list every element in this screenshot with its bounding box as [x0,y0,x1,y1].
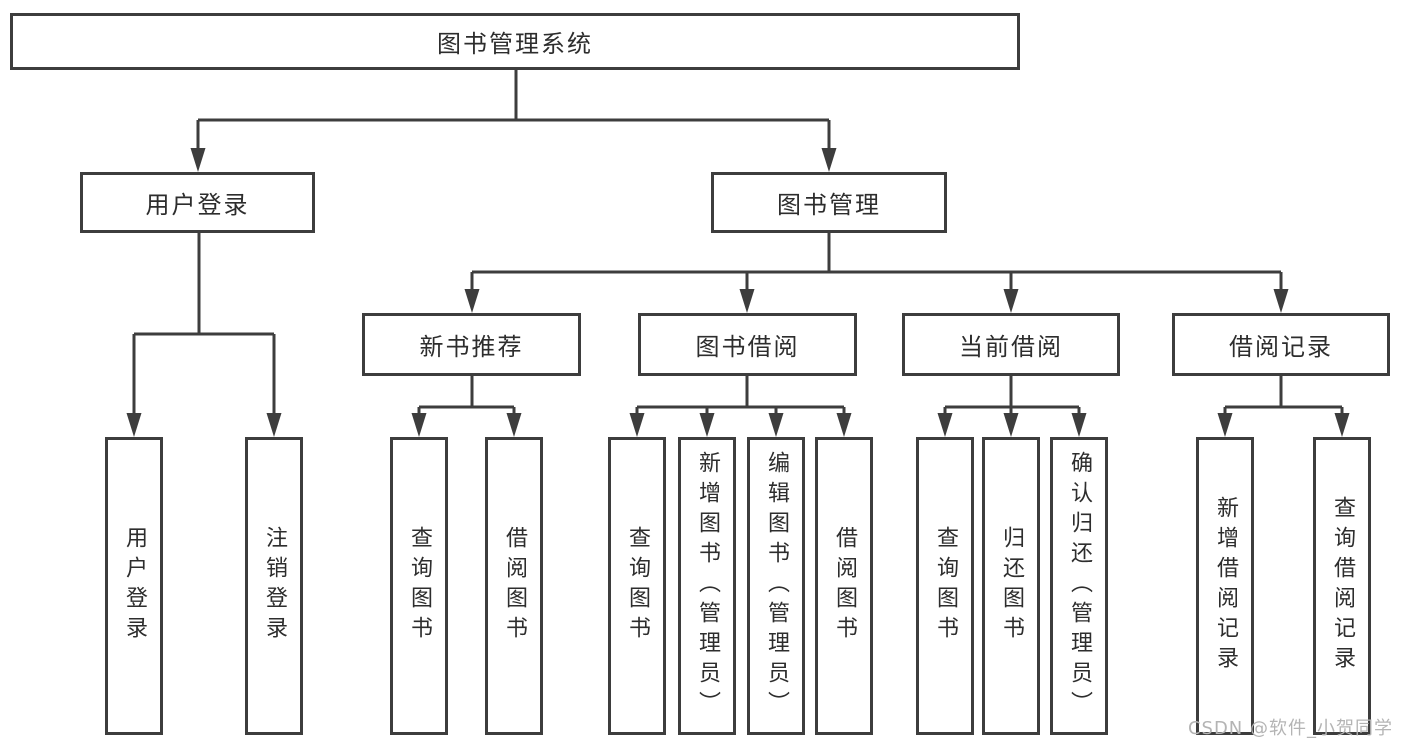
node-user-login: 用户登录 [80,172,315,233]
node-root: 图书管理系统 [10,13,1020,70]
arrowhead [768,413,784,437]
node-leaf-bb-edit-books-admin: 编辑图书（管理员） [747,437,805,735]
arrowhead [190,148,206,172]
node-leaf-bb-borrow-books-label: 借阅图书 [832,526,857,646]
arrowhead [126,413,142,437]
node-leaf-nbr-query-books-label: 查询图书 [407,526,432,646]
node-leaf-logout: 注销登录 [245,437,303,735]
node-leaf-bb-add-books-admin: 新增图书（管理员） [678,437,736,735]
arrowhead [411,413,427,437]
node-new-book-rec-label: 新书推荐 [419,333,524,361]
connector-user-login-children [132,233,276,420]
node-leaf-cb-query-books-label: 查询图书 [933,526,958,646]
arrowhead [699,413,715,437]
connector-book-borrow-children [635,376,846,420]
node-user-login-label: 用户登录 [145,191,250,219]
node-leaf-cb-return-books: 归还图书 [982,437,1040,735]
node-leaf-nbr-borrow-books-label: 借阅图书 [502,526,527,646]
connector-root-to-level2 [196,70,831,155]
arrowhead [739,289,755,313]
node-leaf-user-login-label: 用户登录 [122,526,147,646]
arrowhead [821,148,837,172]
arrowhead [1071,413,1087,437]
node-leaf-br-add-record-label: 新增借阅记录 [1213,496,1238,676]
arrowhead [629,413,645,437]
node-leaf-bb-add-books-admin-label: 新增图书（管理员） [695,451,720,721]
node-leaf-br-query-record: 查询借阅记录 [1313,437,1371,735]
arrowhead [937,413,953,437]
node-leaf-nbr-query-books: 查询图书 [390,437,448,735]
node-leaf-user-login: 用户登录 [105,437,163,735]
node-new-book-rec: 新书推荐 [362,313,581,376]
arrowhead [506,413,522,437]
node-borrow-records: 借阅记录 [1172,313,1390,376]
node-leaf-br-query-record-label: 查询借阅记录 [1330,496,1355,676]
node-borrow-records-label: 借阅记录 [1229,333,1333,361]
node-book-mgmt: 图书管理 [711,172,947,233]
arrowhead [266,413,282,437]
node-leaf-cb-confirm-return-admin: 确认归还（管理员） [1050,437,1108,735]
arrowhead [1217,413,1233,437]
arrowhead [836,413,852,437]
node-current-borrow-label: 当前借阅 [959,333,1063,361]
arrowhead [1003,413,1019,437]
node-book-borrow-label: 图书借阅 [695,333,800,361]
node-leaf-nbr-borrow-books: 借阅图书 [485,437,543,735]
arrowhead [1334,413,1350,437]
connector-new-book-rec-children [417,376,516,420]
connector-current-borrow-children [943,376,1081,420]
node-book-mgmt-label: 图书管理 [777,191,881,219]
node-leaf-cb-confirm-return-admin-label: 确认归还（管理员） [1067,451,1092,721]
node-leaf-bb-edit-books-admin-label: 编辑图书（管理员） [764,451,789,721]
node-leaf-cb-return-books-label: 归还图书 [999,526,1024,646]
node-leaf-bb-borrow-books: 借阅图书 [815,437,873,735]
node-leaf-br-add-record: 新增借阅记录 [1196,437,1254,735]
arrowhead [1003,289,1019,313]
arrowhead [1273,289,1289,313]
node-leaf-bb-query-books: 查询图书 [608,437,666,735]
connector-borrow-records-children [1223,376,1344,420]
node-leaf-bb-query-books-label: 查询图书 [625,526,650,646]
watermark: CSDN @软件_小贺同学 [1187,718,1393,739]
connector-book-mgmt-children [470,233,1283,296]
node-leaf-cb-query-books: 查询图书 [916,437,974,735]
node-book-borrow: 图书借阅 [638,313,857,376]
arrowhead [464,289,480,313]
node-current-borrow: 当前借阅 [902,313,1120,376]
node-root-label: 图书管理系统 [437,30,593,58]
node-leaf-logout-label: 注销登录 [262,526,287,646]
